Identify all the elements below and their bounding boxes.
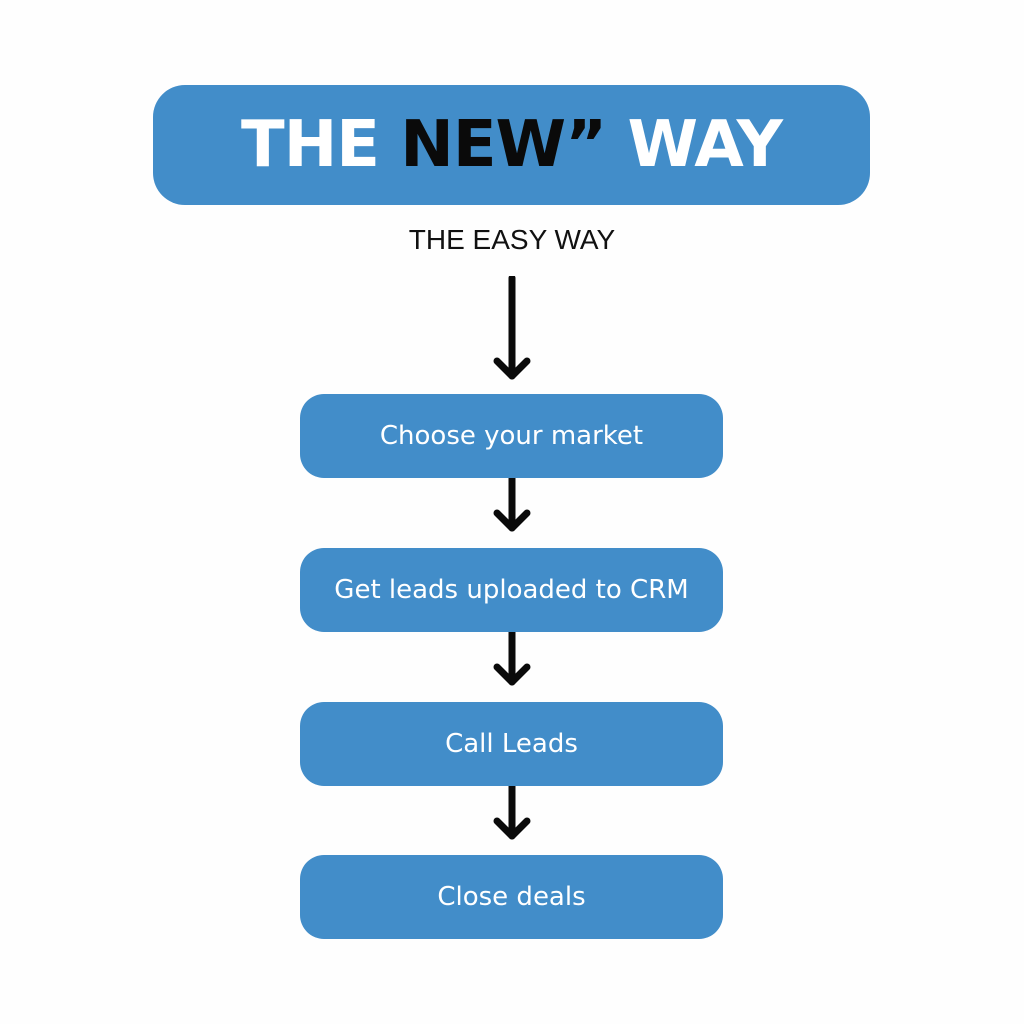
step-upload-leads: Get leads uploaded to CRM [300,548,723,632]
arrow-down-icon [493,632,531,686]
title-banner: THE NEW” WAY [153,85,870,205]
arrow-down-icon [493,276,531,380]
page-title: THE NEW” WAY [241,108,783,182]
title-part-way: WAY [606,108,782,182]
step-close-deals: Close deals [300,855,723,939]
subtitle: THE EASY WAY [408,224,616,255]
title-part-new: NEW” [400,108,607,182]
title-part-the: THE [241,108,401,182]
step-call-leads: Call Leads [300,702,723,786]
arrow-down-icon [493,786,531,840]
arrow-down-icon [493,478,531,532]
step-choose-market: Choose your market [300,394,723,478]
